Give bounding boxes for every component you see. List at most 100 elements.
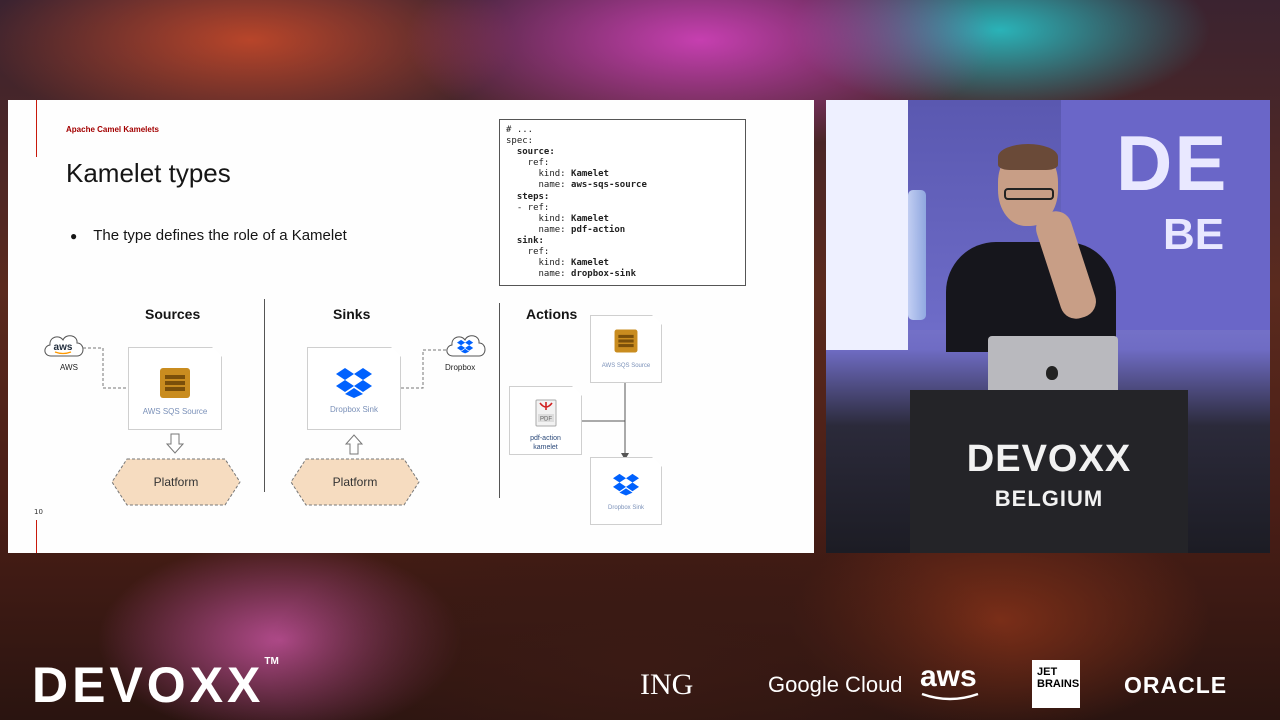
code-bold: dropbox-sink <box>571 269 637 280</box>
presentation-slide: Apache Camel Kamelets Kamelet types ● Th… <box>8 100 814 553</box>
pdf-action-label: pdf-action kamelet <box>510 434 581 452</box>
ing-logo: ING <box>640 668 694 701</box>
platform-label: Platform <box>153 475 199 489</box>
dropbox-icon <box>613 472 639 500</box>
code-bold: pdf-action <box>571 224 626 235</box>
code-plain: # ... <box>506 125 534 135</box>
code-bold: aws-sqs-source <box>571 180 647 191</box>
side-screen <box>826 100 908 350</box>
aws-label: AWS <box>60 363 78 372</box>
code-plain: ref: <box>506 247 550 258</box>
slide-title: Kamelet types <box>66 158 231 188</box>
arrow-down-icon <box>166 433 184 454</box>
code-plain: name: <box>506 180 572 191</box>
platform-hexagon-sources: Platform <box>111 458 241 506</box>
google-cloud-logo: Google Cloud <box>768 672 903 697</box>
speaker-hair <box>998 144 1058 170</box>
aws-sqs-source-card: AWS SQS Source <box>128 347 222 430</box>
dropbox-icon <box>336 366 372 402</box>
code-bold: steps: <box>516 191 550 202</box>
source-connector <box>83 347 129 389</box>
code-plain: name: <box>506 269 572 280</box>
page-number: 10 <box>34 508 43 516</box>
action-sink-card: Dropbox Sink <box>590 457 662 525</box>
podium: DEVOXX BELGIUM <box>910 390 1188 553</box>
action-source-card: AWS SQS Source <box>590 315 662 383</box>
aws-cloud-text: aws <box>54 342 73 353</box>
arrow-up-icon <box>345 434 363 455</box>
code-line: - ref: <box>506 203 739 214</box>
devoxx-logo: DEVOXXTM <box>32 656 279 714</box>
code-bold: Kamelet <box>571 169 609 180</box>
aws-cloud-icon: aws <box>41 330 87 364</box>
code-line: spec: <box>506 136 739 147</box>
screen-text-large: DE <box>1116 119 1229 207</box>
jetbrains-line1: JET <box>1037 666 1058 678</box>
aws-sqs-icon <box>613 328 639 358</box>
actions-title: Actions <box>526 306 578 322</box>
stage-screen: DE BE <box>1061 100 1270 330</box>
code-line: kind: Kamelet <box>506 258 739 269</box>
slide-header: Apache Camel Kamelets <box>66 125 159 134</box>
code-plain: kind: <box>506 169 572 180</box>
pdf-action-card: PDF pdf-action kamelet <box>509 386 582 455</box>
accent-line <box>36 100 37 157</box>
dropbox-sink-label: Dropbox Sink <box>329 405 379 414</box>
sources-title: Sources <box>145 306 201 322</box>
code-line: sink: <box>506 236 739 247</box>
water-bottle <box>908 190 926 320</box>
speaker-video: DE BE DEVOXX BELGIUM <box>826 100 1270 553</box>
code-plain <box>506 147 517 157</box>
code-plain: - ref: <box>506 202 550 213</box>
code-line: ref: <box>506 158 739 169</box>
pdf-icon: PDF <box>535 399 557 431</box>
code-bold: Kamelet <box>571 213 609 224</box>
bullet-item: ● The type defines the role of a Kamelet <box>70 227 347 244</box>
action-source-label: AWS SQS Source <box>601 363 651 369</box>
aws-logo-text: aws <box>920 660 977 693</box>
code-line: # ... <box>506 125 739 136</box>
jetbrains-line2: BRAINS <box>1037 678 1080 690</box>
podium-devoxx: DEVOXX <box>966 438 1132 480</box>
aws-sqs-icon <box>158 366 192 404</box>
code-plain <box>506 192 517 202</box>
pdf-badge-text: PDF <box>540 417 552 423</box>
devoxx-logo-text: DEVOXX <box>32 657 265 713</box>
code-line: kind: Kamelet <box>506 214 739 225</box>
sinks-title: Sinks <box>333 306 371 322</box>
code-plain <box>506 236 517 246</box>
code-plain: kind: <box>506 258 572 269</box>
dropbox-label: Dropbox <box>445 363 476 372</box>
oracle-logo: ORACLE <box>1124 672 1228 698</box>
bullet-dot-icon: ● <box>70 228 78 243</box>
bullet-text: The type defines the role of a Kamelet <box>93 227 347 244</box>
code-plain: spec: <box>506 136 534 147</box>
code-plain: name: <box>506 224 572 235</box>
column-divider <box>264 299 265 492</box>
platform-label: Platform <box>332 475 378 489</box>
speaker-glasses <box>1004 188 1054 200</box>
code-line: source: <box>506 147 739 158</box>
screen-text-small: BE <box>1163 210 1225 259</box>
action-connector <box>582 383 629 460</box>
code-line: ref: <box>506 247 739 258</box>
code-line: name: aws-sqs-source <box>506 180 739 191</box>
action-sink-label: Dropbox Sink <box>607 505 645 511</box>
accent-line-bottom <box>36 520 37 553</box>
code-line: name: pdf-action <box>506 225 739 236</box>
code-bold: Kamelet <box>571 258 609 269</box>
aws-smile-icon <box>921 692 979 701</box>
sink-connector <box>401 349 447 389</box>
code-line: steps: <box>506 192 739 203</box>
code-plain: ref: <box>506 158 550 169</box>
jetbrains-logo: JET BRAINS <box>1032 660 1080 708</box>
code-line: name: dropbox-sink <box>506 269 739 280</box>
aws-logo: aws <box>920 660 979 701</box>
aws-sqs-source-label: AWS SQS Source <box>142 407 208 416</box>
podium-belgium: BELGIUM <box>994 486 1104 511</box>
dropbox-sink-card: Dropbox Sink <box>307 347 401 430</box>
apple-logo-icon <box>1046 366 1058 380</box>
code-line: kind: Kamelet <box>506 169 739 180</box>
code-bold: sink: <box>516 235 544 246</box>
dropbox-cloud-icon <box>443 330 489 364</box>
